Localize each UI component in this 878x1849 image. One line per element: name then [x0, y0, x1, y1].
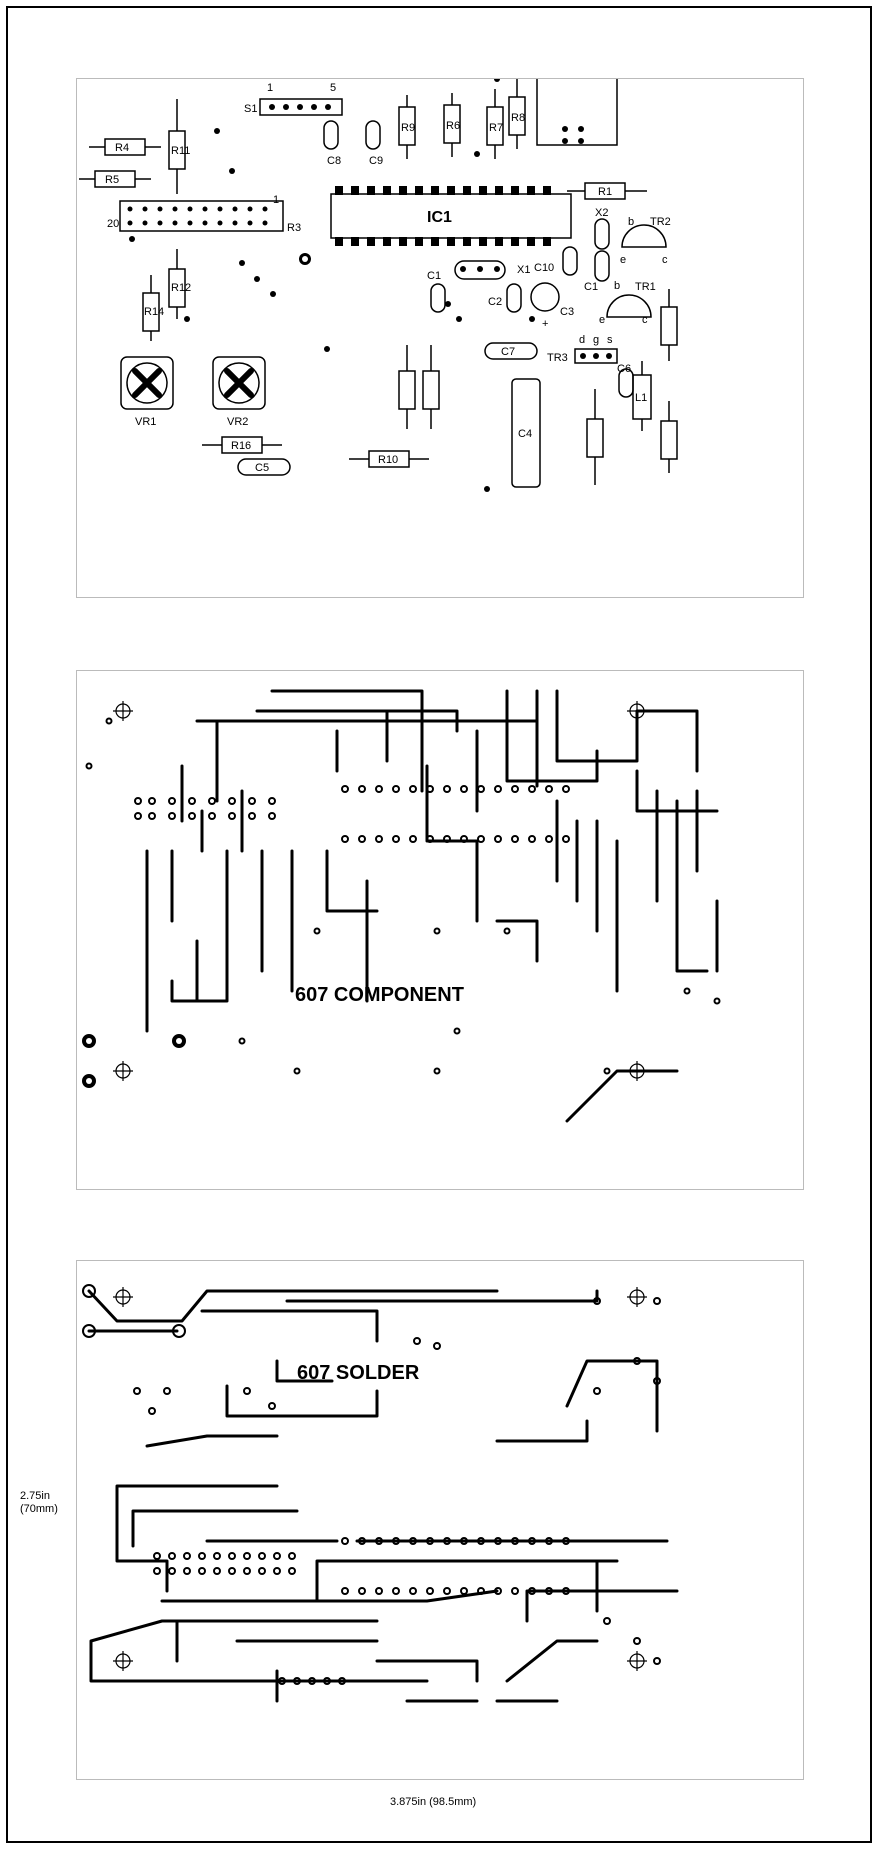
tr1-label: TR1 [635, 281, 656, 293]
solder-side-pads [82, 1284, 661, 1685]
r5-label: R5 [105, 174, 119, 186]
r11-label: R11 [171, 145, 190, 157]
vr1-label: VR1 [135, 416, 156, 428]
r10-label: R10 [378, 454, 398, 466]
solder-side-tracks: 607 SOLDER [82, 1284, 679, 1703]
component-side-tracks: 607 COMPONENT [82, 689, 721, 1123]
c7-label: C7 [501, 346, 515, 358]
tr2-b-label: b [628, 216, 634, 228]
r6-label: R6 [446, 120, 460, 132]
coil-can [536, 79, 618, 146]
c4-label: C4 [518, 428, 532, 440]
ic1-pins [335, 186, 551, 246]
height-dimension-mm: (70mm) [20, 1503, 58, 1515]
c1-label: C1 [427, 270, 441, 282]
solder-side-panel: 607 SOLDER [76, 1260, 804, 1780]
ic1-label: IC1 [427, 209, 452, 226]
r16-label: R16 [231, 440, 251, 452]
solder-side-registration-marks [113, 1287, 647, 1671]
r14-label: R14 [144, 306, 164, 318]
component-side-pads [82, 717, 721, 1088]
fet-d-label: d [579, 334, 585, 346]
s1-label: S1 [244, 103, 257, 115]
c9-label: C9 [369, 155, 383, 167]
component-side-registration-marks [113, 701, 647, 1081]
connector-pin1-label: 1 [273, 194, 279, 206]
component-side-panel: 607 COMPONENT [76, 670, 804, 1190]
tr1-b-label: b [614, 280, 620, 292]
r4-label: R4 [115, 142, 129, 154]
tr2-c-label: c [662, 254, 668, 266]
connector-pin20-label: 20 [107, 218, 119, 230]
fet-s-label: s [607, 334, 613, 346]
height-dimension: 2.75in (70mm) [20, 1490, 58, 1516]
l1-label: L1 [635, 392, 647, 404]
r12-label: R12 [171, 282, 191, 294]
connector-20pin [119, 200, 284, 232]
solder-side-label: 607 SOLDER [297, 1362, 420, 1384]
x2-label: X2 [595, 207, 608, 219]
s1-pin5-label: 5 [330, 82, 336, 94]
x1-label: X1 [517, 264, 530, 276]
component-side-label: 607 COMPONENT [295, 984, 464, 1006]
r3-label: R3 [287, 222, 301, 234]
vr2-label: VR2 [227, 416, 248, 428]
component-overlay-drawing: 1 5 S1 R4 R5 R11 R12 R14 R9 R6 R7 R8 R1 … [79, 79, 678, 492]
component-overlay-panel: 1 5 S1 R4 R5 R11 R12 R14 R9 R6 R7 R8 R1 … [76, 78, 804, 598]
r8-label: R8 [511, 112, 525, 124]
c3-label: C3 [560, 306, 574, 318]
c8-label: C8 [327, 155, 341, 167]
r7-label: R7 [489, 122, 503, 134]
c10-label: C10 [534, 262, 554, 274]
r1-label: R1 [598, 186, 612, 198]
r9-label: R9 [401, 122, 415, 134]
tr2-label: TR2 [650, 216, 671, 228]
c1b-label: C1 [584, 281, 598, 293]
tr3-label: TR3 [547, 352, 568, 364]
c2-label: C2 [488, 296, 502, 308]
figure-frame [6, 6, 872, 1843]
c5-label: C5 [255, 462, 269, 474]
tr2-e-label: e [620, 254, 626, 266]
tr1-c-label: c [642, 314, 648, 326]
c6-label: C6 [617, 363, 631, 375]
tr1-e-label: e [599, 314, 605, 326]
s1-header [259, 98, 343, 116]
width-dimension: 3.875in (98.5mm) [390, 1796, 477, 1808]
c3-plus-label: + [542, 318, 548, 330]
height-dimension-in: 2.75in [20, 1490, 50, 1502]
s1-pin1-label: 1 [267, 82, 273, 94]
fet-g-label: g [593, 334, 599, 346]
